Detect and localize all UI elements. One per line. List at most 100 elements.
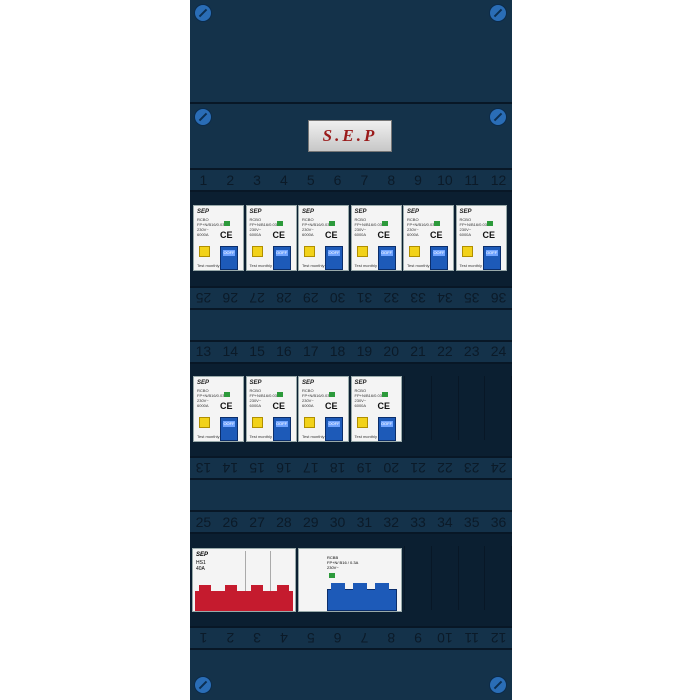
rcbo-label: RCBO FP+N/B16/0.03A 230V~ 6000A bbox=[354, 388, 385, 408]
module-number: 4 bbox=[280, 630, 288, 646]
test-button[interactable] bbox=[199, 417, 210, 428]
module-number: 26 bbox=[222, 514, 239, 530]
ce-mark: CE bbox=[220, 401, 233, 411]
test-button[interactable] bbox=[304, 417, 315, 428]
status-indicator bbox=[276, 392, 283, 397]
module-number: 33 bbox=[410, 290, 426, 306]
module-number: 29 bbox=[302, 514, 319, 530]
module-number: 23 bbox=[463, 460, 480, 476]
empty-slot-divider bbox=[431, 546, 432, 610]
status-indicator bbox=[486, 221, 493, 226]
status-indicator bbox=[434, 221, 440, 226]
module-number: 9 bbox=[414, 630, 422, 646]
rcd-4-pole[interactable]: RCBB FP+N/ B16 / 0.3A 230V~ bbox=[298, 548, 402, 612]
screw-icon bbox=[489, 4, 507, 22]
module-number: 3 bbox=[253, 172, 261, 188]
panel-divider bbox=[190, 340, 512, 342]
rcbo-toggle[interactable]: OOFF bbox=[325, 417, 343, 441]
main-switch-brand: SEP bbox=[196, 552, 209, 558]
module-number: 6 bbox=[333, 630, 342, 646]
module-number: 1 bbox=[199, 172, 208, 188]
status-indicator bbox=[224, 392, 230, 397]
module-number: 12 bbox=[490, 172, 507, 188]
toggle-label: OOFF bbox=[380, 250, 393, 256]
module-number: 7 bbox=[360, 630, 369, 646]
empty-slot-divider bbox=[404, 376, 405, 440]
main-switch[interactable]: SEP HS1 40A bbox=[192, 548, 296, 612]
module-number: 26 bbox=[222, 290, 239, 306]
module-number: 2 bbox=[226, 172, 235, 188]
ce-mark: CE bbox=[325, 401, 338, 411]
panel-divider bbox=[190, 478, 512, 480]
module-number: 21 bbox=[410, 343, 426, 359]
test-button[interactable] bbox=[356, 246, 368, 257]
module-number: 36 bbox=[490, 514, 507, 530]
test-button[interactable] bbox=[304, 246, 315, 257]
module-number: 28 bbox=[276, 290, 292, 306]
rcbo-toggle[interactable]: OOFF bbox=[482, 246, 501, 270]
module-number: 20 bbox=[383, 460, 400, 476]
test-button[interactable] bbox=[251, 417, 263, 428]
rcbo-brand: SEP bbox=[302, 380, 315, 386]
module-number: 22 bbox=[437, 460, 453, 476]
ce-mark: CE bbox=[272, 401, 286, 411]
test-text: Test monthly bbox=[407, 263, 430, 268]
module-number: 15 bbox=[249, 343, 265, 359]
module-number: 2 bbox=[226, 630, 235, 646]
module-number: 10 bbox=[437, 630, 453, 646]
rcbo-brand: SEP bbox=[249, 380, 262, 386]
module-number: 4 bbox=[280, 172, 288, 188]
rcbo-label: RCBO FP+N/B16/0.03A 230V~ 6000A bbox=[459, 217, 490, 237]
test-button[interactable] bbox=[251, 246, 263, 257]
rcbo-toggle[interactable]: OOFF bbox=[430, 246, 448, 270]
test-button[interactable] bbox=[461, 246, 473, 257]
test-button[interactable] bbox=[409, 246, 420, 257]
test-text: Test monthly bbox=[249, 434, 272, 439]
rcbo-label: RCBO FP+N/B16/0.03A 230V~ 6000A bbox=[197, 388, 228, 408]
rcbo-toggle[interactable]: OOFF bbox=[377, 417, 396, 441]
empty-slot-divider bbox=[484, 376, 485, 440]
ce-mark: CE bbox=[377, 230, 391, 240]
toggle-label: OOFF bbox=[433, 250, 445, 256]
ce-mark: CE bbox=[482, 230, 496, 240]
test-text: Test monthly bbox=[302, 434, 325, 439]
module-number: 3 bbox=[253, 630, 262, 646]
module-number: 23 bbox=[463, 343, 480, 359]
module-number: 16 bbox=[276, 460, 292, 476]
module-number: 25 bbox=[195, 290, 212, 306]
rcbo-toggle[interactable]: OOFF bbox=[220, 417, 238, 441]
rcbo-toggle[interactable]: OOFF bbox=[272, 417, 291, 441]
rcbo-toggle[interactable]: OOFF bbox=[220, 246, 238, 270]
test-button[interactable] bbox=[356, 417, 368, 428]
panel-divider bbox=[190, 510, 512, 512]
main-switch-label: HS1 40A bbox=[196, 560, 206, 572]
module-number: 35 bbox=[463, 290, 480, 306]
rcbo-label: RCBO FP+N/B16/0.03A 230V~ 6000A bbox=[354, 217, 385, 237]
panel-divider bbox=[190, 286, 512, 288]
module-number: 17 bbox=[302, 343, 319, 359]
status-indicator bbox=[381, 221, 388, 226]
module-number: 27 bbox=[249, 514, 265, 530]
test-button[interactable] bbox=[199, 246, 210, 257]
rcbo-brand: SEP bbox=[197, 209, 210, 215]
rcbo-toggle[interactable]: OOFF bbox=[325, 246, 343, 270]
module-number: 1 bbox=[199, 630, 208, 646]
rcbo-toggle[interactable]: OOFF bbox=[377, 246, 396, 270]
toggle-label: OOFF bbox=[223, 421, 235, 427]
rcbo-toggle[interactable]: OOFF bbox=[272, 246, 291, 270]
main-switch-handle[interactable] bbox=[195, 591, 293, 611]
module-number: 35 bbox=[463, 514, 480, 530]
module-number: 33 bbox=[410, 514, 426, 530]
